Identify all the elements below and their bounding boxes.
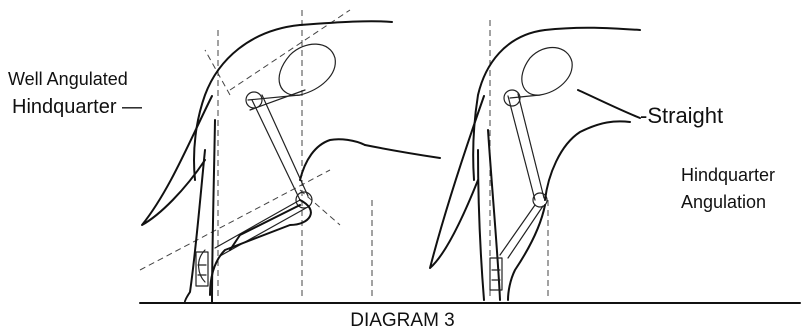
diagram-caption: DIAGRAM 3 [0, 311, 805, 330]
right-label-line3: Angulation [681, 193, 766, 211]
right-label-line1: -Straight [640, 105, 723, 127]
left-hindquarter-figure [140, 10, 440, 303]
left-label-line1: Well Angulated [8, 70, 128, 88]
right-label-line2: Hindquarter [681, 166, 775, 184]
right-hindquarter-figure [430, 20, 640, 300]
left-label-line2: Hindquarter — [12, 97, 142, 117]
